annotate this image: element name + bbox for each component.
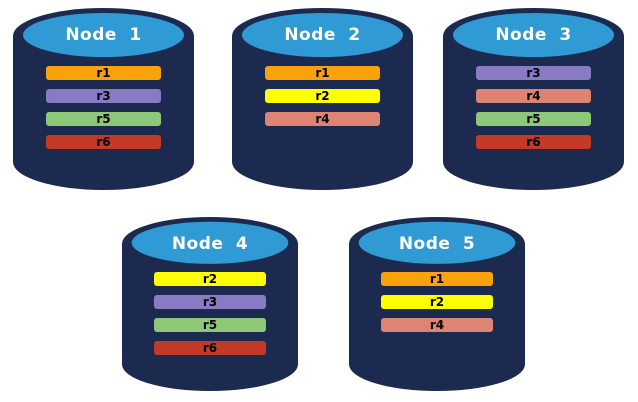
replica-bar: r1 <box>46 66 161 80</box>
replica-label: r4 <box>315 112 330 126</box>
replica-bar-list: r1 r2 r4 <box>232 66 413 126</box>
node-cylinder-5: Node 5 r1 r2 r4 <box>349 217 525 391</box>
replica-label: r3 <box>526 66 541 80</box>
node-cylinder-1: Node 1 r1 r3 r5 r6 <box>13 8 194 190</box>
replica-label: r1 <box>96 66 111 80</box>
node-cylinder-2: Node 2 r1 r2 r4 <box>232 8 413 190</box>
replica-label: r1 <box>429 272 445 286</box>
replica-bar: r2 <box>265 89 380 103</box>
node-cylinder-3: Node 3 r3 r4 r5 r6 <box>443 8 624 190</box>
replica-label: r5 <box>96 112 111 126</box>
replica-bar: r6 <box>154 341 266 355</box>
replica-label: r5 <box>202 318 218 332</box>
replica-bar: r1 <box>265 66 380 80</box>
replica-label: r3 <box>96 89 111 103</box>
replica-label: r2 <box>202 272 218 286</box>
replica-label: r5 <box>526 112 541 126</box>
replica-bar: r5 <box>46 112 161 126</box>
replica-bar-list: r1 r3 r5 r6 <box>13 66 194 149</box>
replica-label: r4 <box>526 89 541 103</box>
replica-label: r6 <box>202 341 218 355</box>
replica-label: r6 <box>526 135 541 149</box>
replica-label: r1 <box>315 66 330 80</box>
replica-label: r2 <box>315 89 330 103</box>
replica-bar: r4 <box>265 112 380 126</box>
replica-bar: r1 <box>381 272 493 286</box>
database-cylinder-icon <box>349 217 525 391</box>
replica-bar: r3 <box>46 89 161 103</box>
node-cylinder-4: Node 4 r2 r3 r5 r6 <box>122 217 298 391</box>
replica-bar: r4 <box>476 89 591 103</box>
replica-bar: r2 <box>154 272 266 286</box>
replica-bar: r6 <box>476 135 591 149</box>
replica-label: r2 <box>429 295 445 309</box>
replica-bar: r6 <box>46 135 161 149</box>
replica-label: r4 <box>429 318 445 332</box>
replica-bar: r5 <box>154 318 266 332</box>
replica-bar: r2 <box>381 295 493 309</box>
replica-bar: r3 <box>154 295 266 309</box>
replica-label: r3 <box>202 295 218 309</box>
replica-bar: r4 <box>381 318 493 332</box>
replica-bar: r3 <box>476 66 591 80</box>
replica-bar-list: r3 r4 r5 r6 <box>443 66 624 149</box>
replica-bar-list: r1 r2 r4 <box>349 272 525 332</box>
replica-label: r6 <box>96 135 111 149</box>
replica-bar: r5 <box>476 112 591 126</box>
replica-bar-list: r2 r3 r5 r6 <box>122 272 298 355</box>
